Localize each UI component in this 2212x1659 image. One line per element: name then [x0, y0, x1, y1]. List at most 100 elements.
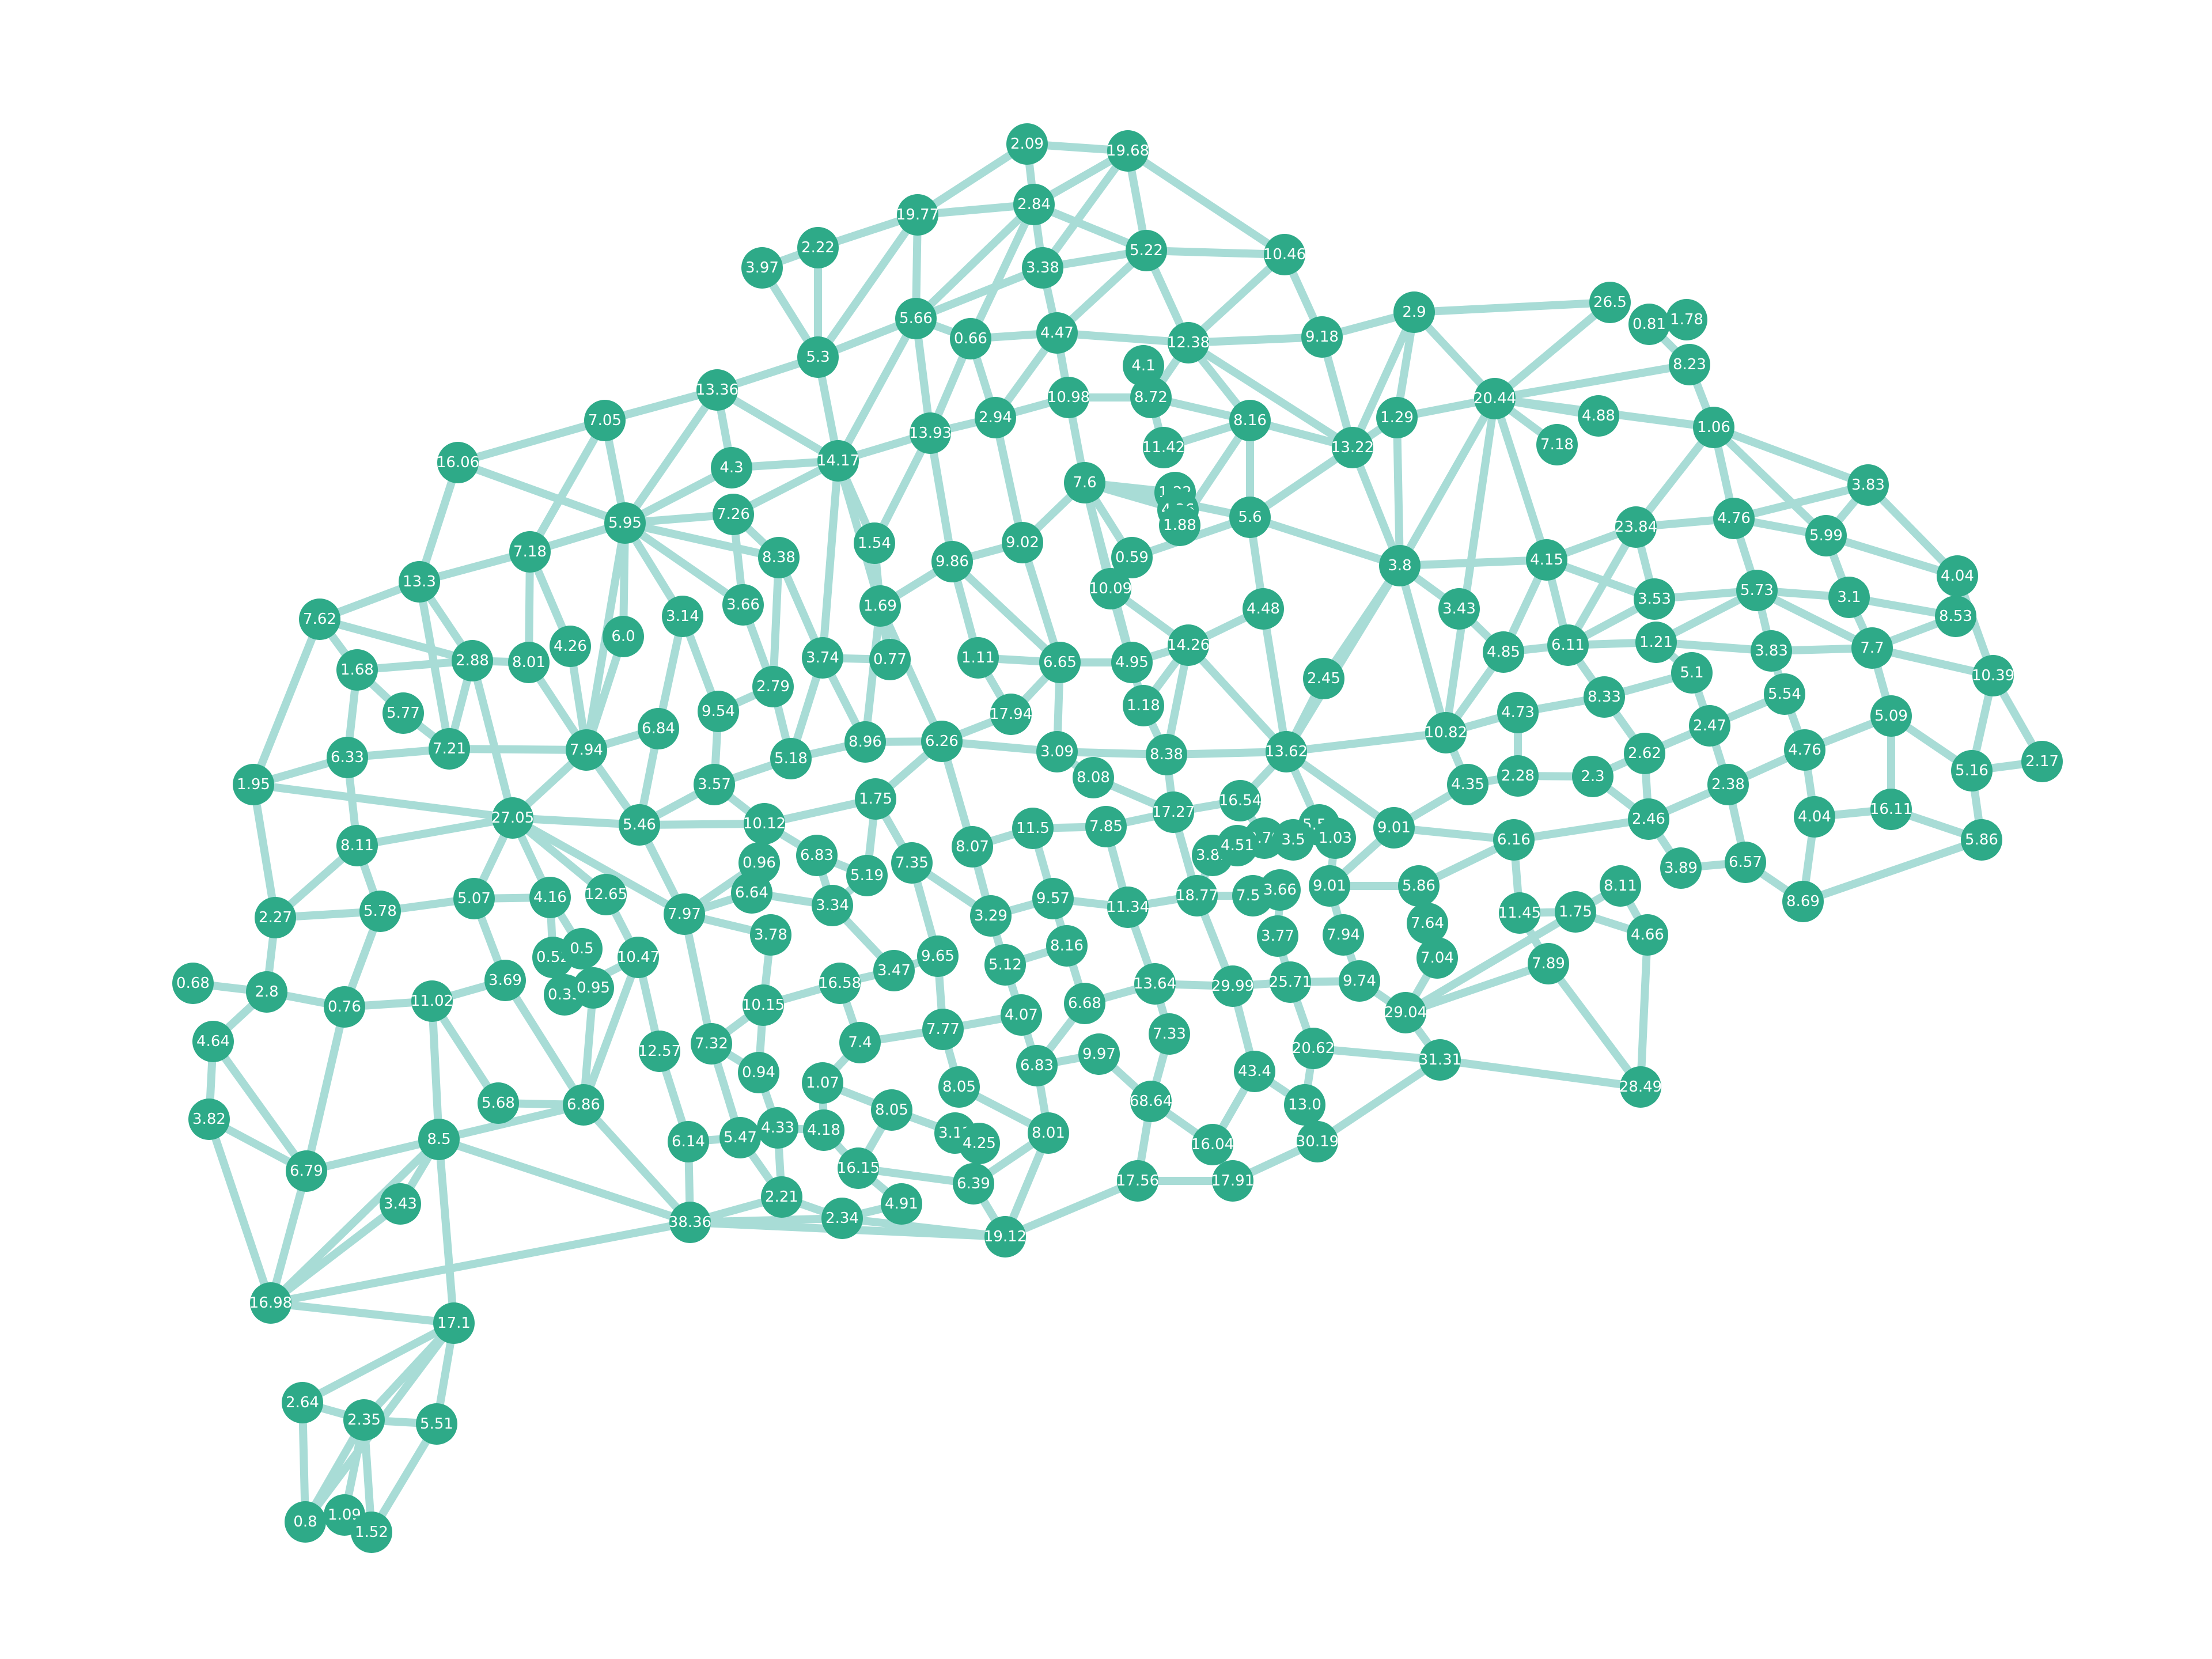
node-circle	[1764, 673, 1805, 715]
node-circle	[1143, 427, 1184, 468]
graph-node: 8.11	[1600, 865, 1641, 907]
graph-node: 18.77	[1176, 875, 1218, 916]
node-label: 10.09	[1089, 580, 1132, 597]
node-label: 8.16	[1050, 937, 1084, 955]
graph-node: 8.16	[1229, 400, 1271, 441]
graph-node: 1.95	[233, 764, 274, 805]
graph-node: 28.49	[1619, 1066, 1662, 1108]
node-circle	[336, 825, 378, 866]
graph-edge	[1018, 539, 1064, 666]
graph-edge	[834, 315, 920, 465]
graph-node: 11.5	[1012, 808, 1054, 849]
node-label: 2.21	[765, 1188, 798, 1206]
node-circle	[821, 1198, 863, 1239]
node-label: 19.68	[1107, 142, 1149, 160]
graph-node: 1.21	[1635, 622, 1677, 663]
graph-node: 16.54	[1219, 780, 1262, 821]
node-circle	[839, 1022, 881, 1063]
graph-node: 9.18	[1301, 316, 1343, 358]
node-label: 13.64	[1134, 975, 1176, 993]
node-label: 0.59	[1115, 549, 1149, 566]
graph-node: 3.57	[694, 764, 735, 805]
node-circle	[1528, 943, 1569, 984]
node-circle	[1398, 865, 1440, 907]
node-circle	[550, 626, 591, 667]
graph-node: 5.22	[1126, 230, 1167, 271]
node-circle	[1107, 130, 1149, 172]
node-label: 4.33	[761, 1119, 794, 1137]
node-label: 28.49	[1619, 1078, 1662, 1096]
graph-node: 10.12	[743, 803, 786, 844]
node-circle	[975, 397, 1016, 438]
graph-node: 3.1	[1828, 577, 1870, 618]
node-label: 13.3	[403, 573, 436, 590]
node-circle	[1497, 755, 1539, 797]
node-label: 0.8	[293, 1513, 317, 1531]
node-circle	[1111, 642, 1153, 683]
graph-node: 13.3	[399, 561, 440, 603]
node-label: 38.36	[669, 1214, 711, 1231]
graph-node: 17.56	[1116, 1160, 1159, 1202]
node-label: 8.96	[849, 733, 882, 751]
graph-node: 6.33	[327, 737, 368, 778]
graph-node: 7.97	[664, 893, 705, 935]
node-label: 2.27	[259, 909, 292, 926]
node-label: 2.17	[2025, 753, 2059, 770]
node-label: 1.06	[1697, 419, 1730, 436]
graph-node: 2.46	[1628, 798, 1669, 840]
node-circle	[618, 937, 659, 978]
graph-node: 9.54	[698, 691, 739, 732]
node-label: 2.94	[979, 409, 1012, 426]
node-circle	[1713, 498, 1755, 539]
node-label: 7.05	[588, 412, 622, 429]
graph-edge	[267, 1135, 443, 1307]
graph-edge	[1491, 395, 1551, 564]
graph-node: 8.72	[1130, 377, 1172, 418]
graph-node: 2.27	[255, 897, 296, 938]
node-circle	[1229, 400, 1271, 441]
graph-node: 0.77	[869, 639, 911, 680]
node-label: 9.01	[1377, 819, 1411, 836]
graph-node: 7.04	[1416, 937, 1458, 979]
node-circle	[797, 336, 839, 378]
graph-node: 7.18	[1536, 424, 1578, 465]
node-circle	[917, 935, 959, 977]
node-circle	[817, 440, 859, 482]
node-label: 10.46	[1263, 246, 1306, 263]
graph-node: 7.77	[922, 1009, 964, 1050]
graph-node: 13.36	[696, 369, 738, 411]
graph-node: 1.52	[351, 1512, 392, 1553]
node-label: 5.99	[1809, 527, 1843, 544]
graph-edge	[435, 1101, 588, 1143]
node-circle	[1323, 914, 1364, 956]
node-label: 3.83	[1755, 642, 1788, 660]
graph-edge	[1349, 308, 1418, 452]
graph-node: 5.78	[359, 891, 401, 932]
graph-edge	[1393, 414, 1404, 570]
node-label: 2.35	[347, 1411, 381, 1429]
graph-node: 5.68	[478, 1082, 519, 1124]
graph-node: 2.62	[1624, 733, 1665, 774]
graph-edge	[1822, 532, 1961, 580]
node-circle	[1600, 865, 1641, 907]
graph-node: 3.09	[1036, 731, 1078, 772]
node-circle	[1315, 817, 1356, 859]
node-circle	[1168, 322, 1209, 363]
graph-node: 4.3	[711, 447, 752, 488]
node-label: 2.45	[1307, 670, 1340, 687]
node-label: 17.56	[1116, 1172, 1159, 1190]
graph-edge	[1184, 251, 1289, 347]
graph-node: 4.47	[1036, 312, 1078, 354]
graph-node: 3.78	[750, 914, 791, 956]
graph-node: 11.34	[1107, 887, 1149, 928]
node-circle	[869, 639, 911, 680]
node-label: 43.4	[1238, 1063, 1271, 1080]
node-circle	[758, 537, 800, 578]
node-circle	[1666, 299, 1707, 340]
graph-node: 2.88	[452, 640, 493, 681]
node-label: 7.4	[848, 1034, 872, 1051]
graph-node: 17.27	[1152, 791, 1195, 833]
graph-node: 6.14	[668, 1121, 709, 1162]
node-label: 2.64	[286, 1394, 319, 1411]
